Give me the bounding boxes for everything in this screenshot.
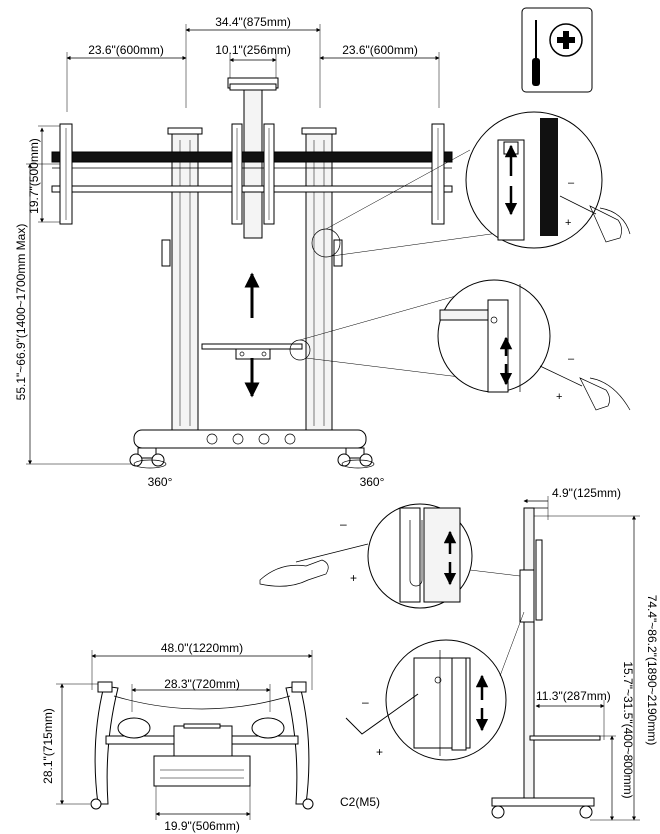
shelf-depth-label: 11.3"(287mm) [536,689,611,703]
detail4-minus-sign: – [362,695,369,709]
detail2-plus-sign: + [556,391,562,403]
detail3-plus-sign: + [350,571,357,585]
detail-circle-upper [465,111,631,249]
hex-key-size-label: C2(M5) [340,795,380,809]
mount-head [227,77,279,239]
caster-rotation-left: 360° [148,475,173,489]
detail-circle-lower [437,279,631,411]
bottom-dimension-lines [56,650,313,820]
total-height-label: 74.4"~86.2"(1890~2190mm) [645,595,659,746]
front-view: 34.4"(875mm) 10.1"(256mm) 23.6"(600mm) 2… [14,15,631,489]
stand-base [129,429,375,469]
base-width-label: 19.9"(506mm) [164,819,240,833]
center-span-label: 10.1"(256mm) [215,43,291,57]
base-bottom-view: 48.0"(1220mm) 28.3"(720mm) 28.1"(715mm) … [41,641,314,833]
middle-shelf [201,343,303,360]
inner-span-label: 28.3"(720mm) [164,677,240,691]
side-dimension-lines [523,496,640,821]
depth-label: 28.1"(715mm) [41,708,55,784]
detail-circle-side-lower [345,611,525,761]
vesa-height-label: 19.7"(500mm) [27,138,41,214]
vesa-brackets [59,123,445,225]
left-span-label: 23.6"(600mm) [88,43,164,57]
tool-indicator [521,7,593,93]
side-stand-structure [491,507,601,819]
detail3-minus-sign: – [340,517,347,531]
phillips-plus-icon [549,23,583,57]
right-span-label: 23.6"(600mm) [342,43,418,57]
mounting-rails [51,151,453,193]
caster-rotation-right: 360° [360,475,385,489]
detail-leaders [289,149,521,381]
side-view: 4.9"(125mm) 74.4"~86.2"(1890~2190mm) 15.… [259,486,659,821]
shelf-height-label: 15.7"~31.5"(400~800mm) [621,661,635,798]
detail4-plus-sign: + [376,745,383,759]
arm-span-label: 48.0"(1220mm) [161,641,243,655]
top-offset-label: 4.9"(125mm) [552,486,621,500]
screwdriver-phillips-icon [532,20,540,86]
base-frame [90,681,314,810]
detail1-minus-sign: – [568,177,575,189]
detail-circle-side-upper [259,503,521,609]
detail1-plus-sign: + [565,217,571,229]
detail2-minus-sign: – [568,353,575,365]
hex-key-icon [345,693,419,735]
overall-width-label: 34.4"(875mm) [215,15,291,29]
height-range-label: 55.1"~66.9"(1400~1700mm Max) [14,224,28,401]
dimension-lines [26,24,440,465]
